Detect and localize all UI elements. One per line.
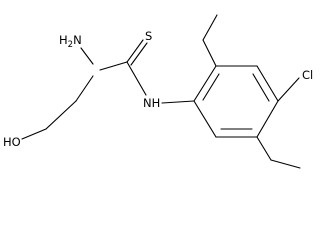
bond-ring-o-bottom — [256, 136, 272, 161]
thione-sulfur-label: S — [145, 29, 152, 43]
thioamide-nh-label: NH — [143, 96, 160, 110]
ring-bond-6 — [193, 100, 217, 138]
hydroxyl-label: HO — [3, 135, 21, 149]
bond-c-s-a — [126, 39, 144, 63]
amino-subscript: 2 — [68, 40, 73, 50]
amino-h: H — [59, 33, 68, 47]
bond-n-ch2 — [75, 75, 94, 102]
ring-bond-1 — [193, 65, 217, 102]
bond-nh2-n — [80, 47, 94, 65]
molecule-diagram: H2N S NH HO Cl — [3, 14, 313, 169]
bond-o-methyl-top — [202, 14, 218, 41]
bond-o-methyl-bottom — [270, 159, 301, 169]
amino-group-label: H2N — [59, 33, 82, 50]
chloro-label: Cl — [302, 68, 313, 82]
bond-ring-cl — [277, 77, 300, 102]
bond-nh-ring — [161, 100, 195, 104]
bond-ch2-oh — [21, 128, 47, 140]
bond-c-s-b — [130, 42, 148, 66]
ring-bond-3-inner — [252, 73, 270, 102]
bond-ring-o-top — [202, 39, 217, 67]
ring-bond-1-inner — [202, 73, 220, 101]
bond-ch2-ch2 — [45, 100, 77, 130]
ring-bond-3 — [256, 65, 279, 102]
bond-n-c — [99, 61, 128, 71]
bond-c-nh — [126, 61, 147, 96]
ring-bond-4 — [256, 100, 279, 138]
amino-n: N — [73, 33, 82, 47]
